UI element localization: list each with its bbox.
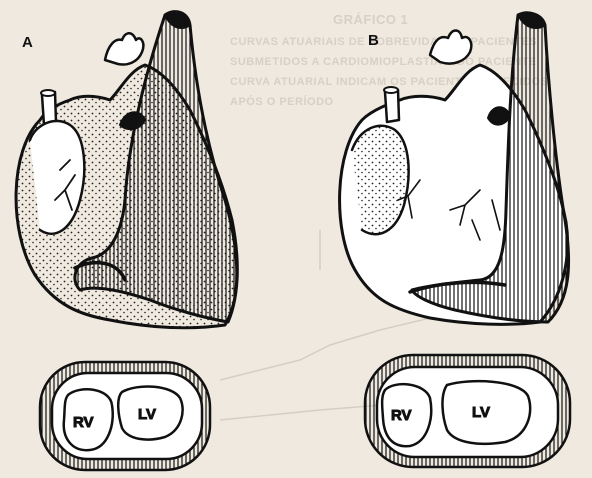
rv-label-a: RV — [73, 414, 94, 431]
heart-b — [340, 13, 569, 324]
heart-a — [16, 12, 237, 328]
lv-label-a: LV — [138, 406, 156, 423]
panel-label-b: B — [368, 32, 379, 49]
cross-section-a: RV LV — [40, 362, 210, 470]
lv-label-b: LV — [472, 404, 490, 421]
cross-section-b: RV LV — [365, 355, 570, 467]
panel-label-a: A — [22, 34, 33, 51]
rv-label-b: RV — [391, 407, 412, 424]
